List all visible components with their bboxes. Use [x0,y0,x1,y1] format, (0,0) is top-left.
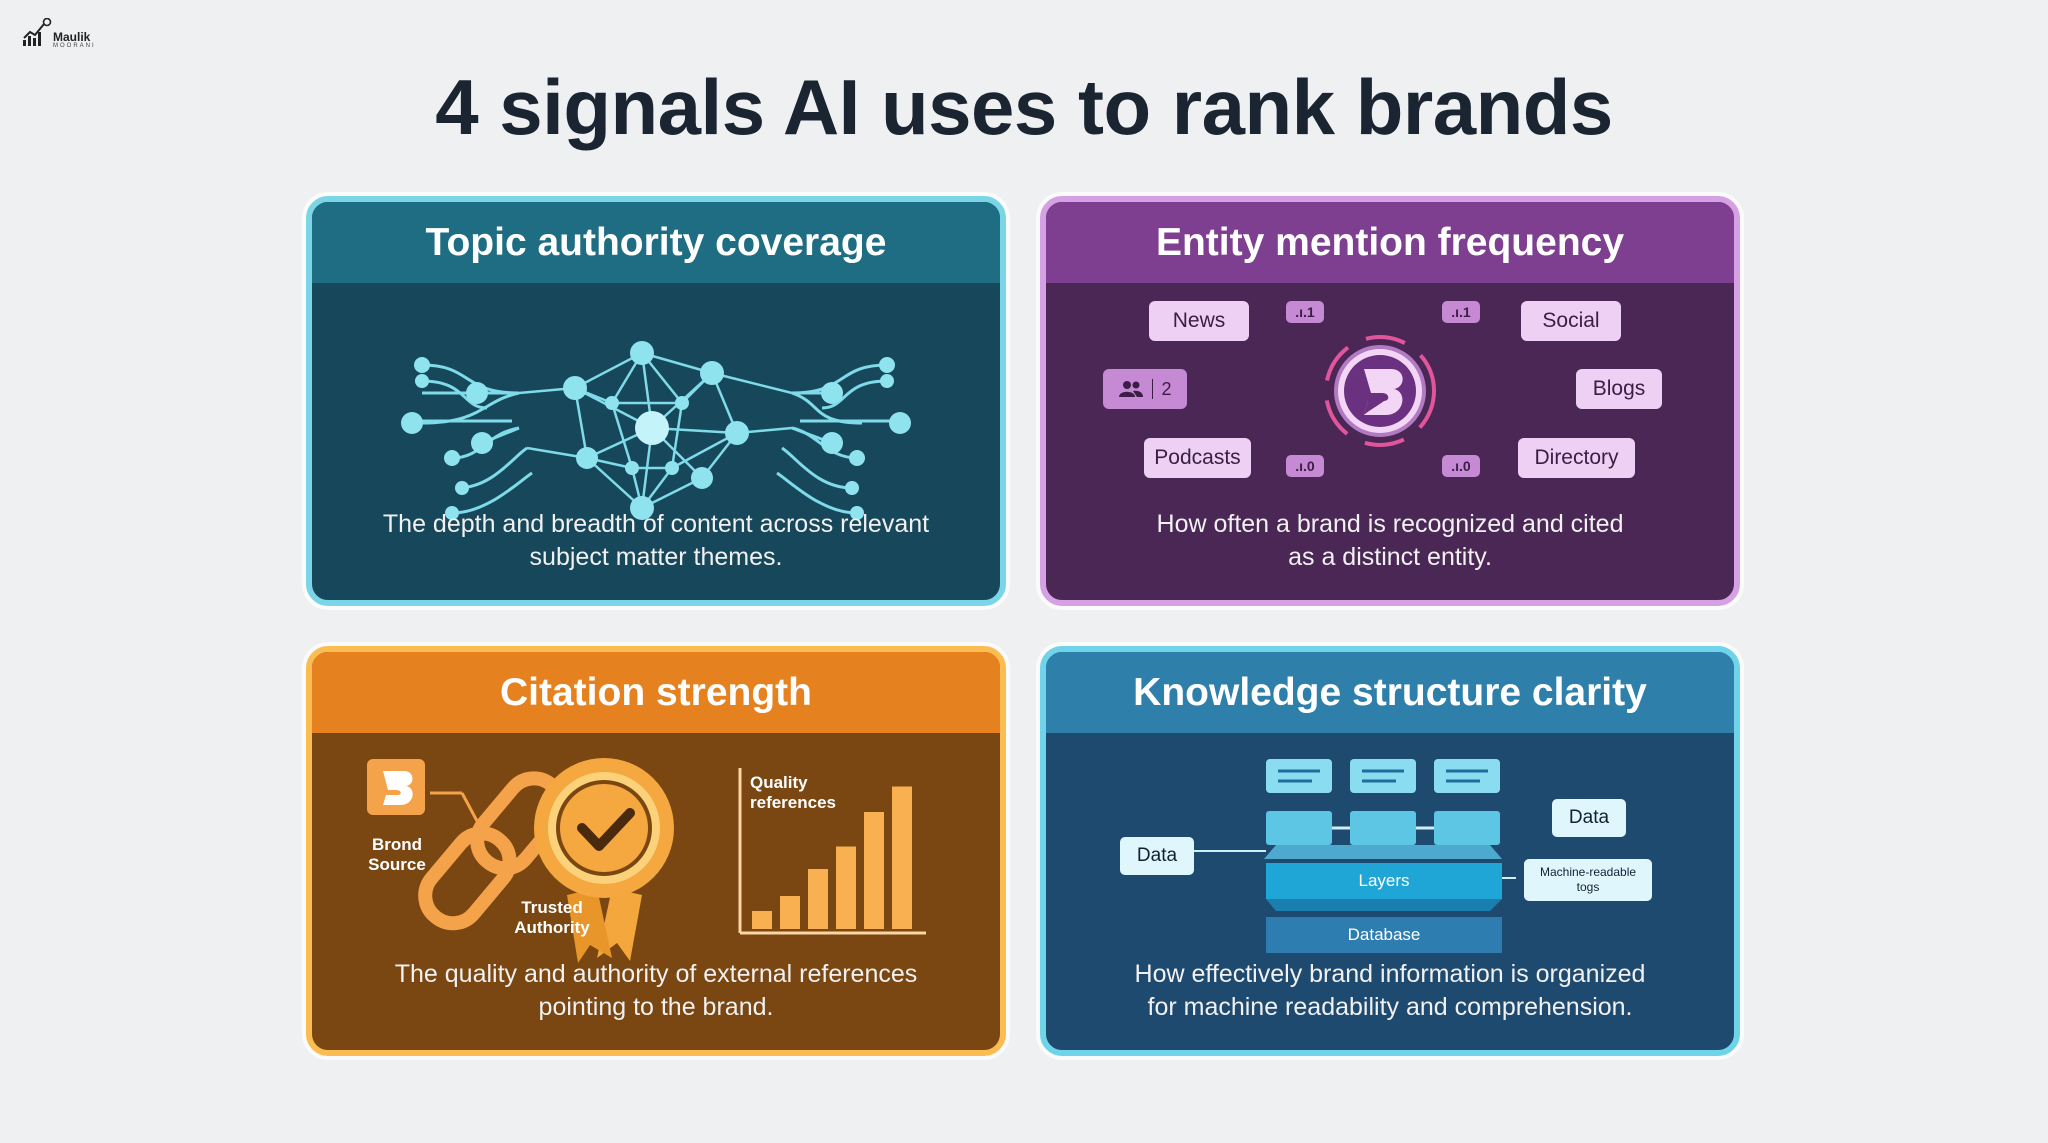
bar-1 [752,911,772,929]
card-knowledge-structure: Knowledge structure clarity [1040,646,1740,1056]
badge-check-icon [534,758,674,963]
card-description: The depth and breadth of content across … [382,510,930,571]
chip-podcasts: Podcasts [1144,438,1251,478]
bar-4 [836,846,856,929]
stat-badge: .ı.0 [1286,455,1324,477]
card-citation-strength: Citation strength Brond [306,646,1006,1056]
brand-logo: Maulik MOORANI [22,18,102,52]
card-entity-mention: Entity mention frequency News Social Blo… [1040,196,1740,606]
tags-box: Machine-readable togs [1524,859,1652,901]
users-count: 2 [1152,379,1172,399]
brand-b-icon [1324,335,1436,447]
card-title: Citation strength [312,652,1000,733]
bar-2 [780,896,800,929]
card-title: Knowledge structure clarity [1046,652,1734,733]
logo-name: Maulik [53,30,91,44]
bar-5 [864,812,884,929]
chip-social: Social [1521,301,1621,341]
card-description: The quality and authority of external re… [394,960,918,1021]
label-trusted-authority: Trusted Authority [514,898,590,937]
database-bar: Database [1347,925,1421,944]
card-title: Topic authority coverage [312,202,1000,283]
page-title: 4 signals AI uses to rank brands [435,63,1613,151]
bar-6 [892,786,912,929]
chip-directory: Directory [1518,438,1635,478]
users-badge: 2 [1103,369,1187,409]
card-description: How effectively brand information is org… [1134,960,1646,1021]
card-description: How often a brand is recognized and cite… [1156,510,1624,571]
layers-diagram-icon [1186,759,1516,953]
chart-logo-icon [23,18,52,46]
chip-news: News [1149,301,1249,341]
chip-blogs: Blogs [1576,369,1662,409]
network-graph-icon [401,341,911,520]
bar-3 [808,869,828,929]
logo-sub: MOORANI [53,43,96,49]
stat-badge: .ı.1 [1286,301,1324,323]
bar-chart-icon [752,786,912,929]
layers-bar: Layers [1358,871,1410,890]
stat-badge: .ı.1 [1442,301,1480,323]
label-brand-source: Brond Source [368,835,426,874]
card-title: Entity mention frequency [1046,202,1734,283]
card-topic-authority: Topic authority coverage [306,196,1006,606]
stat-badge: .ı.0 [1442,455,1480,477]
data-box: Data [1552,799,1626,837]
data-box: Data [1120,837,1194,875]
citation-illustration [367,758,926,963]
users-icon [1119,381,1144,398]
label-quality-references: Quality references [750,773,837,812]
